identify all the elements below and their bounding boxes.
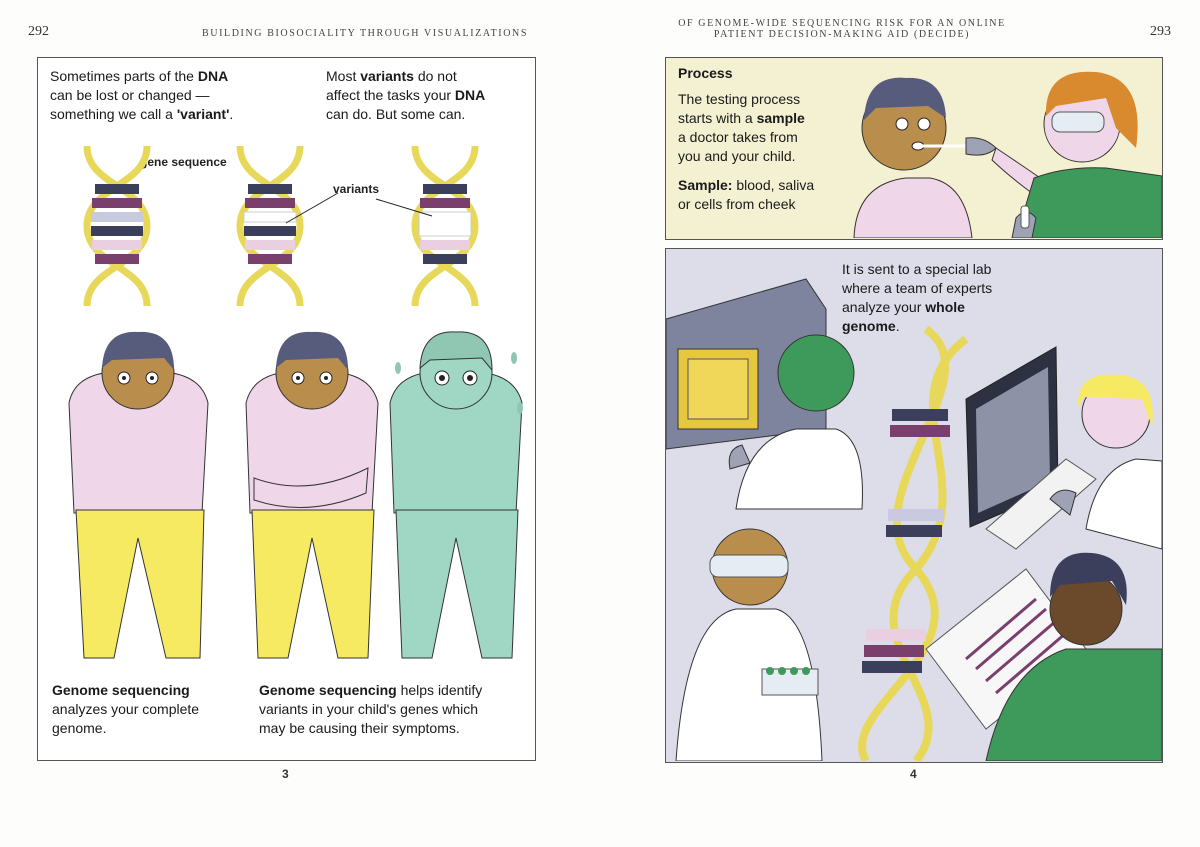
right-running-head: OF GENOME-WIDE SEQUENCING RISK FOR AN ON… — [678, 18, 1006, 40]
child-arms-crossed — [245, 331, 379, 659]
caption-genome-sequencing-2: Genome sequencing helps identify variant… — [259, 682, 483, 736]
panel-4-number: 4 — [910, 767, 917, 781]
left-running-head: BUILDING BIOSOCIALITY THROUGH VISUALIZAT… — [202, 28, 529, 39]
lab-technician-goggles — [675, 528, 823, 761]
lab-technician-cap — [728, 334, 863, 510]
lab-illustration — [666, 278, 1162, 761]
comic-panel-3: Sometimes parts of the DNA can be lost o… — [37, 57, 536, 761]
scientist-with-results — [925, 552, 1162, 761]
child-cheek-swab — [853, 77, 973, 238]
variants-effect-text: Most variants do not affect the tasks yo… — [326, 68, 486, 122]
panel-3-illustration — [68, 145, 523, 659]
dna-helix-variant-2 — [411, 145, 479, 307]
left-page-number: 292 — [28, 24, 49, 39]
process-description: The testing process starts with a sample… — [678, 91, 805, 164]
doctor-with-swab — [922, 71, 1162, 238]
lab-panel: It is sent to a special lab where a team… — [665, 248, 1163, 763]
process-panel: Process The testing process starts with … — [665, 57, 1163, 240]
dna-helix-variant-1 — [236, 145, 304, 307]
caption-genome-sequencing-1: Genome sequencing analyzes your complete… — [52, 682, 200, 736]
variants-label: variants — [333, 182, 380, 196]
sample-definition: Sample: blood, saliva or cells from chee… — [678, 177, 815, 212]
child-healthy — [68, 331, 209, 659]
lab-technician-blonde — [1049, 374, 1162, 550]
right-page-number: 293 — [1150, 24, 1171, 39]
process-illustration — [853, 71, 1162, 238]
gene-sequence-label: gene sequence — [140, 155, 227, 169]
dna-helix-large — [858, 325, 969, 761]
process-title: Process — [678, 65, 733, 81]
dna-helix-normal — [83, 145, 151, 307]
lab-description: It is sent to a special lab where a team… — [842, 261, 993, 334]
dna-variant-text: Sometimes parts of the DNA can be lost o… — [50, 68, 234, 122]
computer-monitor — [965, 346, 1097, 550]
child-unwell — [389, 331, 523, 659]
panel-3-number: 3 — [282, 767, 289, 781]
sequencing-machine — [666, 278, 827, 450]
